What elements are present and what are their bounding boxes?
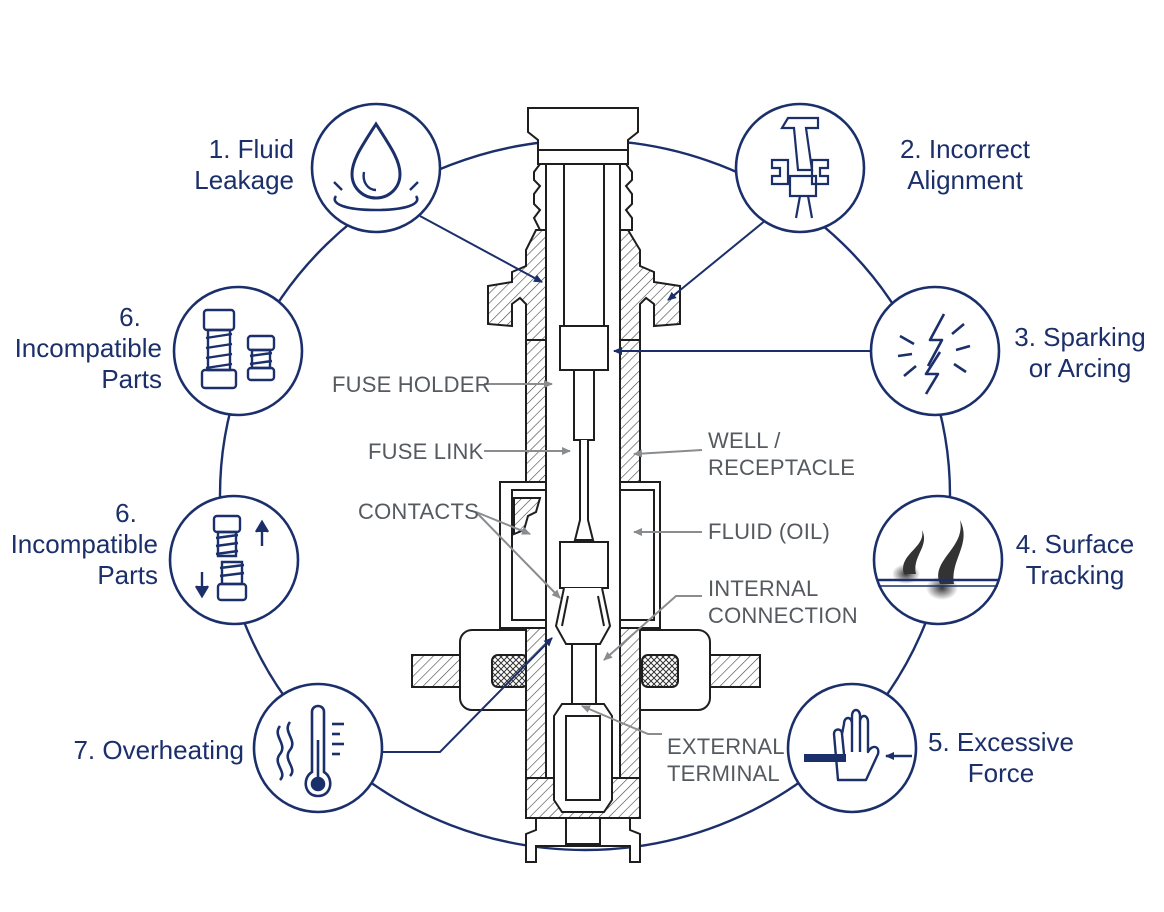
hand-force-icon [786,682,918,814]
carbon-track-icon [872,494,1004,626]
label-incompatible-parts-b: 6. Incompatible Parts [10,498,158,590]
droplet-icon [310,102,442,234]
thermometer-heat-icon [252,682,384,814]
label-overheating: 7. Overheating [73,735,244,765]
label-fuse-link: FUSE LINK [368,439,484,464]
label-fluid-leakage: 1. Fluid Leakage [194,134,294,195]
fuse-cross-section [411,107,761,863]
lightning-spark-icon [869,285,1001,417]
label-well-receptacle: WELL / RECEPTACLE [708,428,856,480]
label-excessive-force: 5. Excessive Force [928,727,1074,788]
failure-callout-lines [380,215,872,753]
label-internal-connection: INTERNAL CONNECTION [708,576,858,628]
label-fuse-holder: FUSE HOLDER [332,372,491,397]
label-surface-tracking: 4. Surface Tracking [1015,529,1135,590]
label-sparking-arcing: 3. Sparking or Arcing [1014,322,1146,383]
label-incorrect-alignment: 2. Incorrect Alignment [899,134,1031,195]
misaligned-connector-icon [734,102,866,234]
bolt-arrows-icon [168,494,300,626]
mismatched-bolts-icon [172,285,304,417]
part-leader-lines [475,380,703,735]
label-contacts: CONTACTS [358,499,479,524]
label-external-terminal: EXTERNAL TERMINAL [667,734,785,786]
label-fluid-oil: FLUID (OIL) [708,519,830,544]
label-incompatible-parts-a: 6. Incompatible Parts [14,302,162,394]
